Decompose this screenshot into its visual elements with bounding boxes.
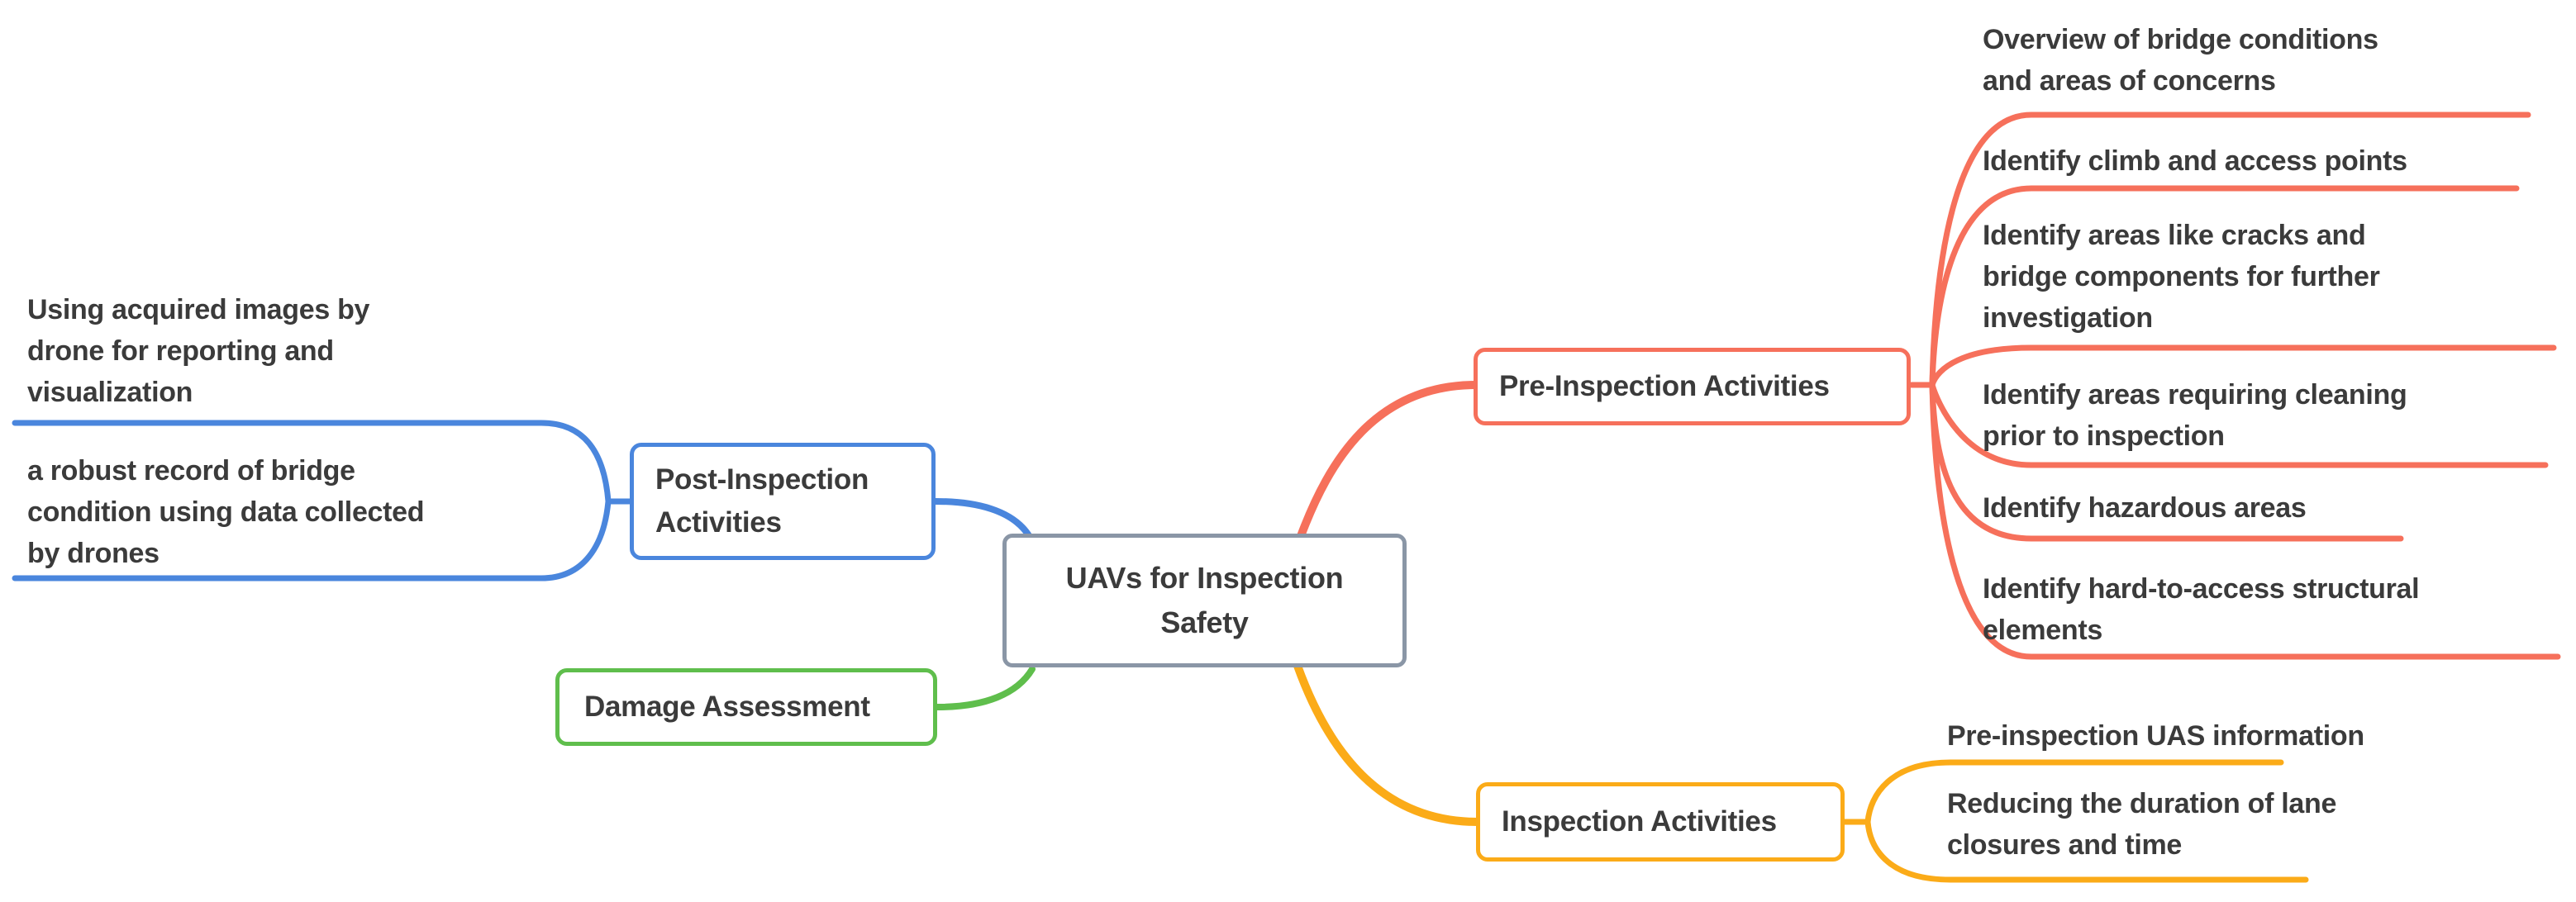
node-inspection-activities[interactable]: Inspection Activities [1476, 782, 1845, 862]
edge-root-damage-assessment [934, 666, 1036, 710]
edge-leaf-robust-record [12, 498, 612, 582]
leaf-reducing-duration[interactable]: Reducing the duration of lane closures a… [1947, 788, 2337, 861]
edge-root-pre-inspection [1297, 381, 1480, 540]
node-post-inspection-activities[interactable]: Post-Inspection Activities [630, 443, 936, 560]
leaf-pre-inspection-uas[interactable]: Pre-inspection UAS information [1947, 720, 2364, 752]
edge-leaf-reducing-duration [1864, 819, 2309, 883]
node-root-uavs-for-inspection-safety[interactable]: UAVs for Inspection Safety [1002, 534, 1407, 667]
edge-leaf-pre-inspection-uas [1864, 759, 2284, 825]
edge-leaf-identify-cracks [1929, 344, 2557, 388]
edge-leaf-using-acquired-images [12, 420, 612, 505]
leaf-robust-record[interactable]: a robust record of bridge condition usin… [27, 455, 425, 569]
leaf-identify-hazardous[interactable]: Identify hazardous areas [1983, 492, 2307, 524]
leaf-using-acquired-images[interactable]: Using acquired images by drone for repor… [27, 294, 370, 408]
edge-root-post-inspection [932, 498, 1033, 540]
node-damage-assessment[interactable]: Damage Assessment [555, 668, 937, 746]
node-pre-inspection-activities[interactable]: Pre-Inspection Activities [1474, 348, 1911, 425]
leaf-identify-climb[interactable]: Identify climb and access points [1983, 145, 2407, 177]
leaf-identify-hard-to-access[interactable]: Identify hard-to-access structural eleme… [1983, 573, 2420, 646]
edge-root-inspection [1293, 662, 1482, 826]
leaf-identify-cracks[interactable]: Identify areas like cracks and bridge co… [1983, 220, 2380, 334]
edge-leaf-identify-hard-to-access [1929, 382, 2561, 660]
leaf-identify-cleaning[interactable]: Identify areas requiring cleaning prior … [1983, 379, 2407, 452]
leaf-overview-bridge-conditions[interactable]: Overview of bridge conditions and areas … [1983, 24, 2378, 97]
edge-leaf-identify-climb [1929, 185, 2520, 388]
